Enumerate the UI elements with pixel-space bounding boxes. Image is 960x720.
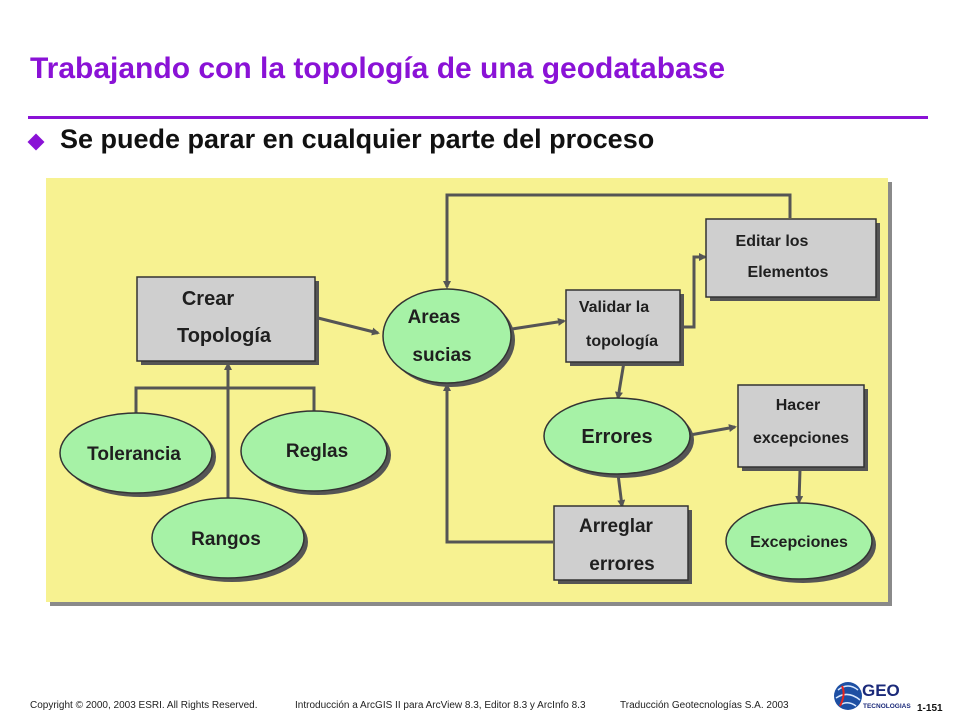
arrow-validar-to-errores [615, 361, 626, 400]
node-rangos: Rangos [151, 497, 308, 582]
loop-arreglar-to-areas [443, 383, 553, 544]
node-areas-sucias: Areas sucias [382, 288, 515, 387]
bullet-text: Se puede parar en cualquier parte del pr… [60, 124, 655, 154]
arrow-crear-to-areas [317, 316, 380, 336]
footer-translation: Traducción Geotecnologías S.A. 2003 [620, 700, 789, 711]
crear-topologia-line2: Topología [177, 325, 272, 347]
footer-copyright: Copyright © 2000, 2003 ESRI. All Rights … [30, 700, 258, 711]
arrow-hacer-to-excepciones [795, 469, 804, 504]
page-number: 1-151 [917, 703, 943, 714]
connectors [134, 193, 804, 544]
arrow-areas-to-validar [511, 317, 566, 331]
node-editar-elementos: Editar los Elementos [705, 218, 880, 301]
tolerancia-label: Tolerancia [87, 444, 181, 465]
validar-topologia-line1: Validar la [579, 299, 649, 316]
hacer-excepciones-line1: Hacer [776, 397, 820, 414]
areas-sucias-line2: sucias [412, 345, 471, 366]
footer-course: Introducción a ArcGIS II para ArcView 8.… [295, 700, 586, 711]
arreglar-errores-line2: errores [589, 554, 655, 575]
node-excepciones: Excepciones [725, 502, 876, 583]
node-arreglar-errores: Arreglar errores [553, 505, 692, 584]
arreglar-errores-line1: Arreglar [579, 516, 654, 537]
validar-topologia-line2: topología [586, 333, 658, 350]
loop-editar-to-areas [443, 193, 792, 289]
node-tolerancia: Tolerancia [59, 412, 216, 497]
arrow-errores-to-hacer [689, 424, 737, 437]
excepciones-label: Excepciones [750, 534, 848, 551]
editar-elementos-line1: Editar los [736, 233, 809, 250]
geotecnologias-logo-icon: GEO TECNOLOGIAS [834, 681, 911, 710]
hacer-excepciones-line2: excepciones [753, 430, 849, 447]
editar-elementos-line2: Elementos [748, 264, 829, 281]
line-validar-to-editar [684, 253, 707, 329]
node-reglas: Reglas [240, 410, 391, 495]
bracket-tolerancia-reglas [134, 386, 316, 414]
areas-sucias-line1: Areas [408, 307, 461, 328]
reglas-label: Reglas [286, 441, 348, 462]
node-validar-topologia: Validar la topología [565, 289, 684, 366]
node-errores: Errores [543, 397, 694, 478]
rangos-label: Rangos [191, 529, 261, 550]
logo-sub: TECNOLOGIAS [863, 703, 911, 710]
title-underline [28, 116, 928, 119]
node-crear-topologia: Crear Topología [136, 276, 319, 365]
arrow-errores-to-arreglar [616, 473, 626, 508]
errores-label: Errores [581, 426, 652, 448]
logo-word: GEO [862, 681, 900, 700]
node-hacer-excepciones: Hacer excepciones [737, 384, 868, 471]
page-title: Trabajando con la topología de una geoda… [30, 52, 726, 85]
crear-topologia-line1: Crear [182, 288, 234, 310]
